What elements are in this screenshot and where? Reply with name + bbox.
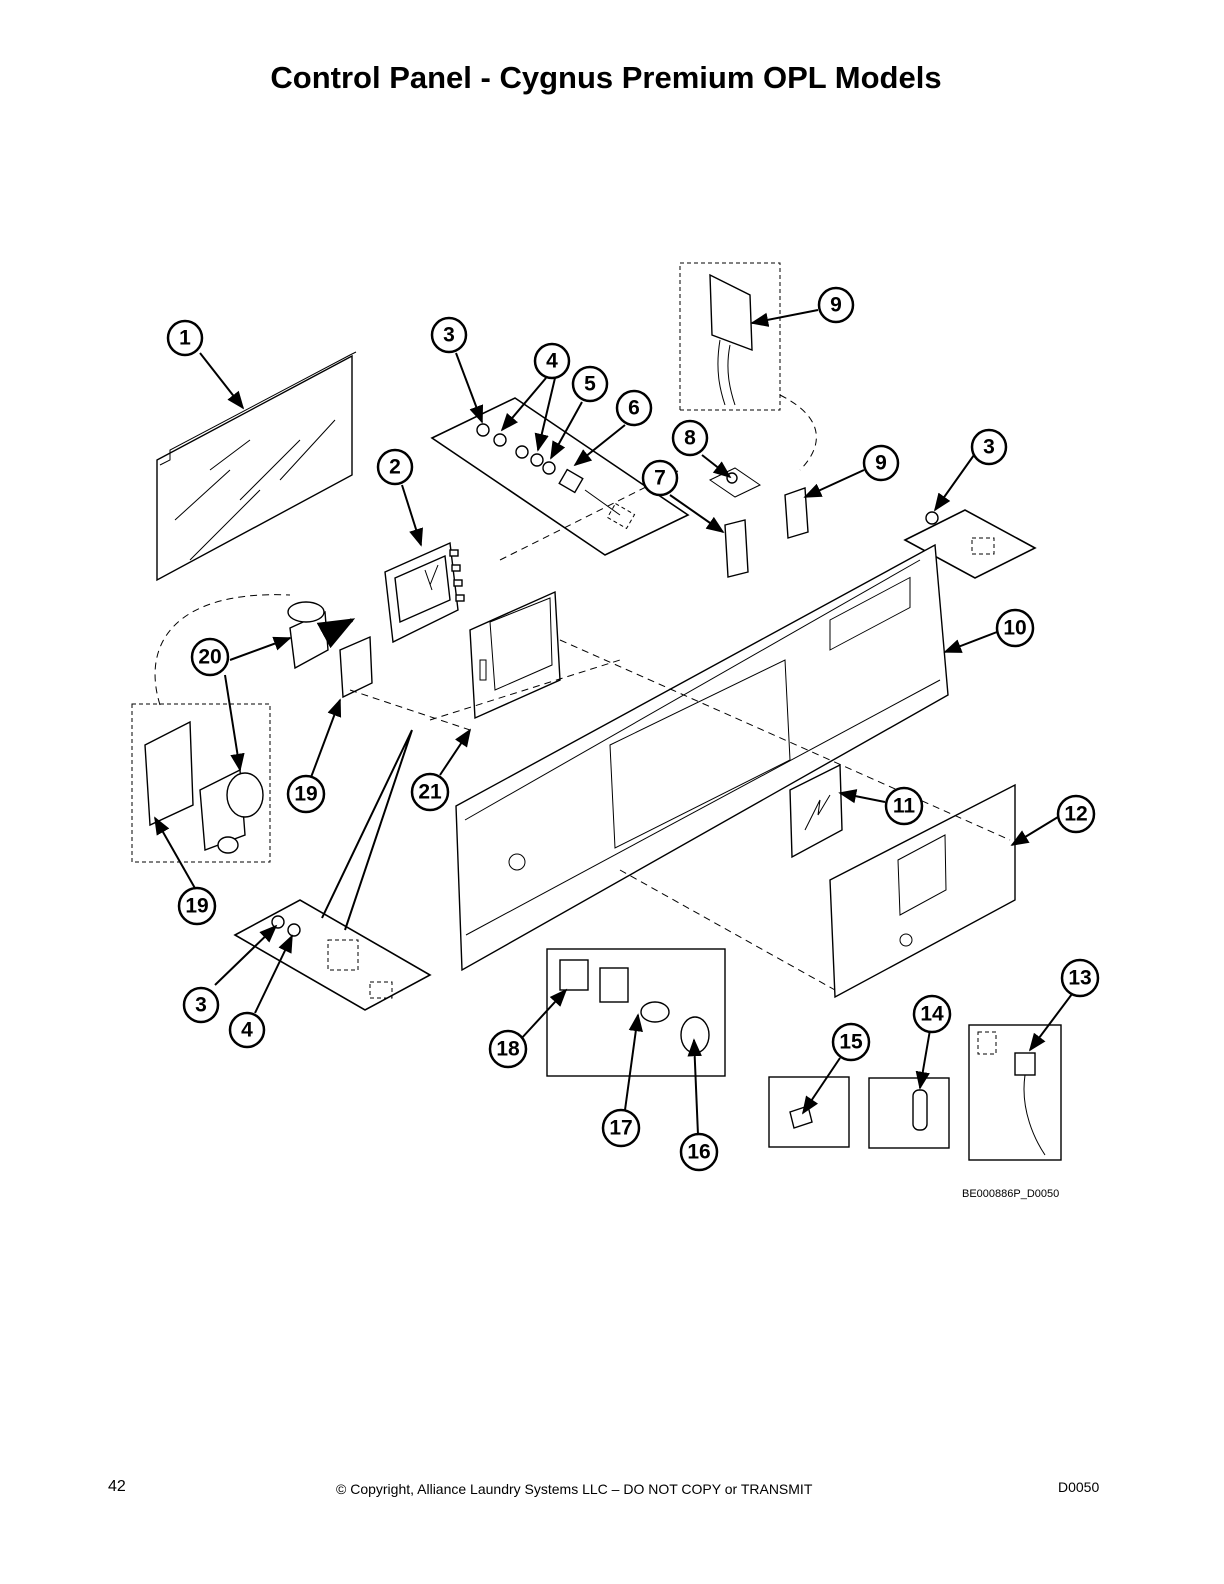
part-hardware-tray-right <box>903 509 1037 579</box>
callout-label: 13 <box>1068 967 1091 990</box>
callout-label: 9 <box>830 294 842 317</box>
callout-12: 12 <box>1056 794 1096 834</box>
callout-label: 9 <box>875 452 887 475</box>
callout-9-lower: 9 <box>862 444 900 482</box>
callout-label: 4 <box>546 350 558 373</box>
part-box-14 <box>868 1077 950 1149</box>
callout-label: 3 <box>195 994 207 1017</box>
page-number: 42 <box>108 1478 126 1495</box>
callout-8: 8 <box>671 419 709 457</box>
callout-label: 20 <box>198 646 221 669</box>
callout-label: 21 <box>418 781 442 804</box>
callout-3-upper: 3 <box>430 316 468 354</box>
callout-label: 16 <box>687 1141 710 1164</box>
document-code: D0050 <box>1058 1479 1100 1495</box>
callout-label: 15 <box>839 1031 863 1054</box>
callout-13: 13 <box>1060 958 1100 998</box>
callout-7: 7 <box>641 459 679 497</box>
callout-label: 6 <box>628 397 640 420</box>
callout-18: 18 <box>488 1029 528 1069</box>
callout-4-upper: 4 <box>533 342 571 380</box>
callout-16: 16 <box>679 1132 719 1172</box>
callout-10: 10 <box>995 608 1035 648</box>
callout-21: 21 <box>410 772 450 812</box>
callout-6: 6 <box>615 389 653 427</box>
part-display-window <box>789 763 843 859</box>
callout-label: 3 <box>983 436 995 459</box>
part-keypad-and-bracket <box>154 594 373 706</box>
callout-label: 19 <box>294 783 317 806</box>
part-harness-detail-box <box>679 262 817 471</box>
callout-label: 1 <box>179 327 191 350</box>
callout-label: 7 <box>654 467 666 490</box>
part-switch-detail-box <box>546 948 726 1077</box>
part-hardware-tray-lower <box>233 899 432 1011</box>
callout-label: 10 <box>1003 617 1026 640</box>
callout-label: 18 <box>496 1038 520 1061</box>
callout-3-lower: 3 <box>182 986 220 1024</box>
leader-arrows <box>154 309 1076 1136</box>
part-box-15 <box>768 1076 850 1148</box>
callout-label: 5 <box>584 373 596 396</box>
callout-15: 15 <box>831 1022 871 1062</box>
part-control-board <box>384 541 465 644</box>
callout-19-left: 19 <box>177 886 217 926</box>
part-console-overlay <box>829 783 1016 999</box>
callout-3-right: 3 <box>970 428 1008 466</box>
part-glass-overlay <box>156 351 357 582</box>
figure-id: BE000886P_D0050 <box>962 1188 1060 1200</box>
callout-label: 3 <box>443 324 455 347</box>
callout-9-upper: 9 <box>817 286 855 324</box>
part-box-13 <box>968 1024 1062 1161</box>
part-keypad-detail-box <box>131 703 271 863</box>
part-hardware-tray-upper <box>430 397 690 556</box>
callout-label: 19 <box>185 895 208 918</box>
callout-19-center: 19 <box>286 774 326 814</box>
callout-2: 2 <box>376 448 414 486</box>
callout-label: 4 <box>241 1019 253 1042</box>
callout-5: 5 <box>571 365 609 403</box>
callout-label: 17 <box>609 1117 632 1140</box>
callout-4-lower: 4 <box>228 1011 266 1049</box>
part-bracket-and-connector <box>709 467 809 578</box>
callout-20: 20 <box>190 637 230 677</box>
part-mounting-plate <box>469 590 561 720</box>
callout-14: 14 <box>912 994 952 1034</box>
callout-17: 17 <box>601 1108 641 1148</box>
page-title: Control Panel - Cygnus Premium OPL Model… <box>270 60 942 95</box>
callout-label: 11 <box>893 795 916 818</box>
callout-label: 14 <box>920 1003 944 1026</box>
callout-11: 11 <box>884 786 924 826</box>
callout-1: 1 <box>166 319 204 357</box>
part-dashed-leaders <box>349 469 1011 991</box>
callout-label: 12 <box>1064 803 1087 826</box>
part-console <box>455 543 949 972</box>
callout-label: 8 <box>684 427 696 450</box>
callout-label: 2 <box>389 456 401 479</box>
copyright-notice: © Copyright, Alliance Laundry Systems LL… <box>336 1481 813 1497</box>
